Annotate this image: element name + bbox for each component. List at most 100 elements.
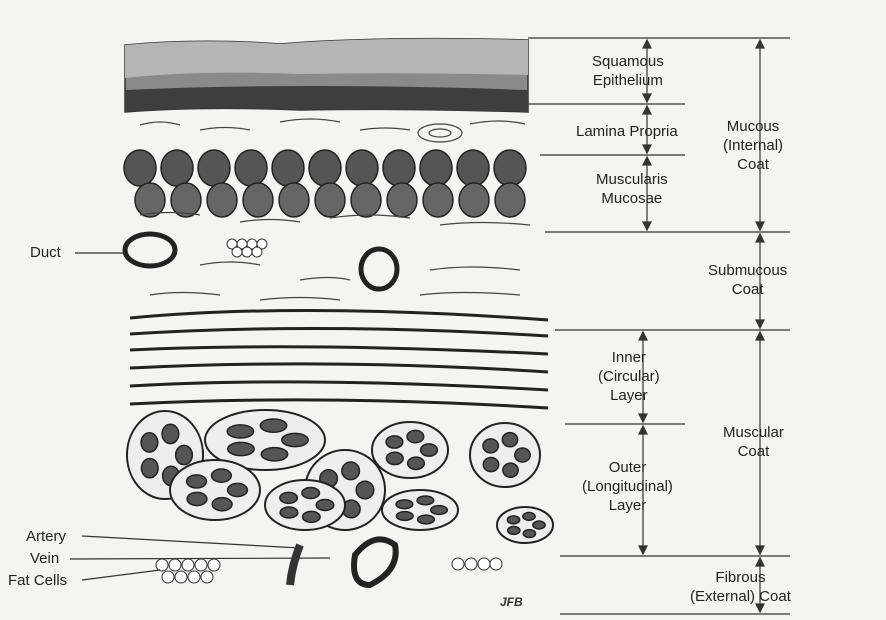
muscle-fiber [226, 482, 249, 498]
muscle-fiber [279, 506, 299, 519]
vein-shape [351, 536, 399, 589]
muscle-cell [382, 149, 416, 187]
muscle-fiber [385, 451, 404, 466]
label-line: Layer [608, 497, 647, 514]
muscle-fiber [315, 498, 335, 512]
label-line: Coat [737, 156, 769, 173]
muscle-fiber [161, 423, 180, 445]
muscle-fiber [429, 504, 449, 516]
muscle-fiber [501, 431, 519, 448]
label-line: (Internal) [723, 137, 784, 154]
muscle-cell [419, 149, 453, 187]
muscle-cell [458, 182, 490, 218]
label-lamina-propria: Lamina Propria [576, 122, 678, 141]
muscle-fiber [140, 457, 159, 479]
muscle-fiber [281, 432, 309, 448]
muscle-cell [123, 149, 157, 187]
lamina-propria-layer [139, 118, 526, 143]
dimension-arrows [638, 38, 765, 614]
label-squamous-epithelium: Squamous Epithelium [592, 52, 664, 90]
muscle-fiber [506, 525, 521, 536]
label-fat-cells: Fat Cells [8, 572, 68, 589]
muscle-fiber [259, 418, 288, 433]
muscle-fiber [419, 443, 439, 457]
label-line: Coat [731, 281, 764, 298]
label-artery: Artery [26, 528, 67, 545]
outer-longitudinal-layer [126, 409, 554, 544]
label-line: (Circular) [598, 368, 660, 385]
label-line: Outer [608, 459, 647, 476]
label-line: Lamina Propria [576, 123, 678, 140]
inner-circular-layer [129, 308, 549, 410]
label-muscular-coat: Muscular Coat [723, 423, 784, 461]
muscle-fiber [395, 510, 414, 522]
muscle-fiber [532, 520, 546, 530]
muscle-cell [308, 149, 342, 187]
label-line: Submucous [708, 262, 788, 279]
muscle-fiber [506, 515, 521, 525]
label-submucous-coat: Submucous Coat [708, 261, 787, 299]
muscle-cell [422, 182, 454, 218]
label-line: Muscularis [596, 171, 668, 188]
leader-lines [69, 252, 331, 581]
label-line: Inner [611, 349, 646, 366]
muscle-fiber [355, 480, 375, 500]
label-mucous-coat: Mucous (Internal) Coat [723, 117, 783, 174]
muscle-cell [271, 149, 305, 187]
label-inner-circular-layer: Inner (Circular) Layer [598, 348, 660, 405]
muscle-cell [278, 182, 310, 218]
muscle-fiber [185, 474, 208, 489]
squamous-epithelium-layer [124, 37, 529, 113]
muscle-fiber [226, 424, 255, 439]
muscle-fiber [406, 429, 425, 444]
muscle-fiber [522, 528, 537, 539]
muscle-fiber [174, 444, 194, 466]
label-outer-longitudinal-layer: Outer (Longitudinal) Layer [582, 458, 673, 515]
muscle-fiber [210, 468, 233, 483]
muscle-cell [386, 182, 418, 218]
fat-cells-cluster [155, 557, 503, 584]
muscularis-mucosae-layer [123, 149, 527, 218]
muscle-cell [206, 182, 238, 218]
muscle-fiber [502, 462, 519, 478]
muscle-cell [350, 182, 382, 218]
muscle-cell [494, 182, 526, 218]
muscle-fiber [341, 461, 361, 481]
muscle-fiber [395, 499, 414, 510]
muscle-fiber [260, 446, 289, 462]
muscle-fiber [301, 510, 321, 524]
label-line: (External) Coat [690, 588, 791, 605]
muscle-cell [160, 149, 194, 187]
submucosa-vessel [358, 246, 400, 292]
duct-shape [122, 231, 178, 269]
muscle-cell [345, 149, 379, 187]
muscle-fiber [186, 491, 208, 507]
muscle-fiber [482, 456, 500, 473]
muscle-cell [234, 149, 268, 187]
muscle-cell [242, 182, 274, 218]
label-line: Epithelium [592, 72, 663, 89]
label-vein: Vein [30, 550, 60, 567]
muscle-cell [456, 149, 490, 187]
label-line: Coat [737, 443, 770, 460]
artery-shape [286, 543, 304, 586]
label-line: Muscular [723, 424, 784, 441]
muscle-fiber [385, 435, 404, 449]
label-line: Mucosae [601, 190, 663, 207]
muscle-cell [493, 149, 527, 187]
muscle-fiber [227, 441, 255, 457]
muscle-cell [134, 182, 166, 218]
submucosa-layer [122, 211, 531, 301]
muscle-fiber [406, 456, 426, 471]
label-line: Layer [610, 387, 648, 404]
label-line: Squamous [592, 53, 664, 70]
muscle-fiber [416, 495, 435, 506]
label-line: Fibrous [715, 569, 766, 586]
label-duct: Duct [30, 244, 61, 261]
muscle-fiber [416, 514, 436, 525]
layer-boundary-rules [528, 37, 790, 615]
artist-signature: JFB [500, 595, 523, 609]
label-line: Mucous [726, 118, 780, 135]
muscle-fiber [482, 438, 500, 454]
